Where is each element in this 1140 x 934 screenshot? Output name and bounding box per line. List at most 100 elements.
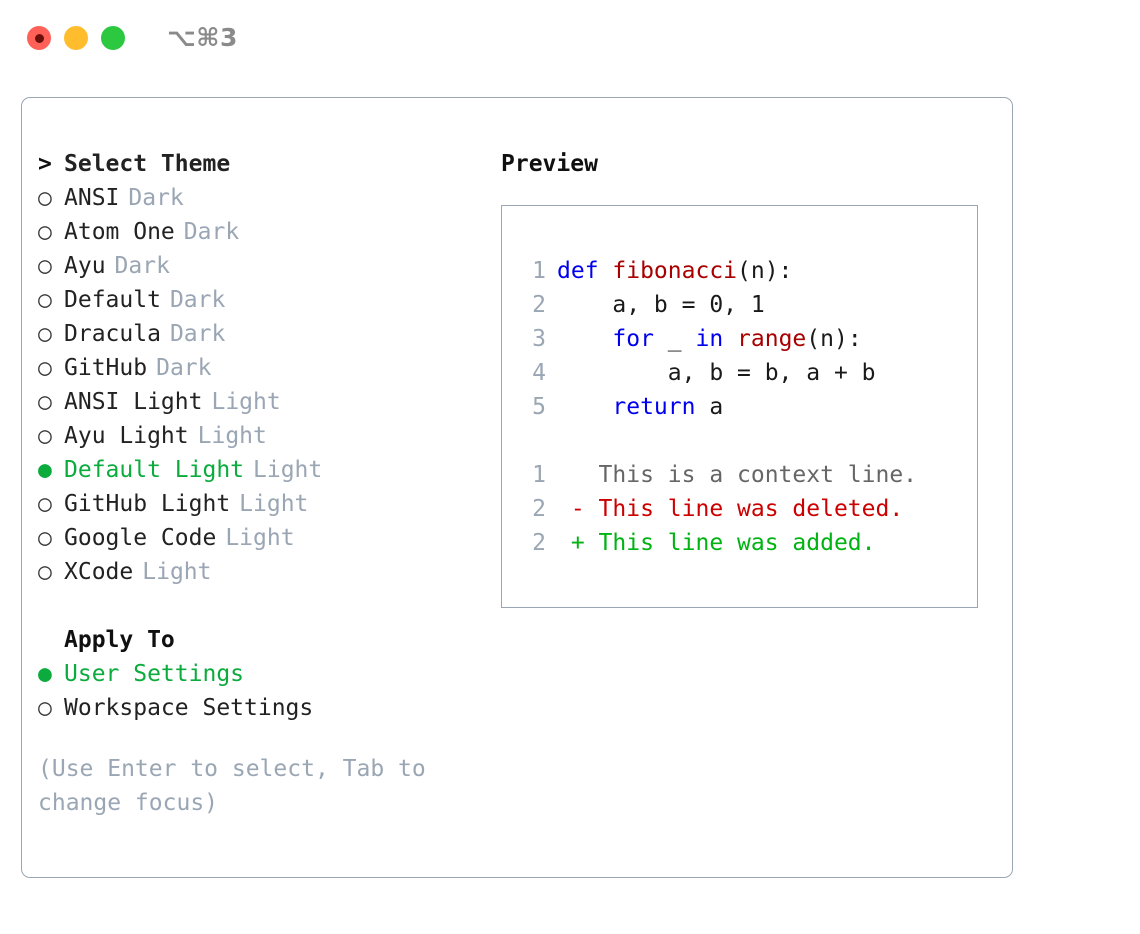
code-token: a (695, 394, 724, 420)
code-line: 2 a, b = 0, 1 (502, 288, 977, 322)
line-number: 5 (532, 394, 546, 420)
code-token: return (612, 394, 696, 420)
radio-unselected-icon: ○ (38, 185, 52, 211)
theme-variant-badge: Dark (156, 355, 212, 381)
apply-to-marker-placeholder (38, 623, 64, 657)
apply-to-option[interactable]: ● User Settings (38, 657, 488, 691)
theme-variant-badge: Light (197, 423, 267, 449)
code-line: 4 a, b = b, a + b (502, 356, 977, 390)
radio-unselected-icon: ○ (38, 559, 52, 585)
code-token: in (695, 326, 724, 352)
theme-variant-badge: Dark (183, 219, 240, 245)
radio-selected-icon: ● (38, 661, 52, 687)
radio-unselected-icon: ○ (38, 491, 52, 517)
theme-list-item[interactable]: ○ GitHub Light Light (38, 487, 488, 521)
theme-name-label: Atom One (64, 219, 175, 245)
prompt-caret-icon: > (38, 151, 52, 177)
diff-line: 1 This is a context line. (502, 458, 977, 492)
theme-name-label: GitHub Light (64, 491, 231, 517)
code-token: + This line was added. (557, 530, 876, 556)
theme-variant-badge: Dark (169, 287, 226, 313)
line-number: 2 (532, 530, 546, 556)
code-token: (n): (737, 258, 793, 284)
code-diff-spacer (502, 424, 977, 458)
code-token (557, 394, 612, 420)
code-token: (n): (806, 326, 862, 352)
code-token: range (737, 326, 807, 352)
theme-name-label: GitHub (64, 355, 148, 381)
theme-name-label: ANSI (64, 185, 120, 211)
theme-variant-badge: Dark (114, 253, 170, 279)
line-number: 1 (532, 462, 546, 488)
radio-unselected-icon: ○ (38, 321, 52, 347)
select-theme-heading: > Select Theme (38, 147, 488, 181)
apply-to-options: ● User Settings ○ Workspace Settings (38, 657, 488, 725)
theme-variant-badge: Dark (169, 321, 226, 347)
code-line-text: a, b = b, a + b (557, 356, 876, 390)
title-bar: ⌥⌘3 (0, 0, 1140, 78)
radio-unselected-icon: ○ (38, 423, 52, 449)
apply-to-option-label: User Settings (64, 661, 245, 687)
theme-list-item[interactable]: ○ ANSI Light Light (38, 385, 488, 419)
theme-list-item[interactable]: ○ XCode Light (38, 555, 488, 589)
apply-to-heading-label: Apply To (64, 627, 175, 653)
radio-unselected-icon: ○ (38, 695, 52, 721)
theme-list-item[interactable]: ○ ANSI Dark (38, 181, 488, 215)
code-line: 3 for _ in range(n): (502, 322, 977, 356)
line-number: 3 (532, 326, 546, 352)
code-token: a, b = b, a + b (557, 360, 876, 386)
code-line: 5 return a (502, 390, 977, 424)
code-token (723, 326, 737, 352)
line-number: 2 (532, 496, 546, 522)
theme-variant-badge: Dark (128, 185, 184, 211)
radio-unselected-icon: ○ (38, 525, 52, 551)
keyboard-hint: (Use Enter to select, Tab to change focu… (38, 756, 440, 816)
theme-name-label: XCode (64, 559, 134, 585)
list-spacer (38, 589, 488, 623)
code-line-text: a, b = 0, 1 (557, 288, 765, 322)
code-line-text: This is a context line. (557, 458, 918, 492)
keyboard-shortcut-label: ⌥⌘3 (167, 23, 238, 52)
radio-selected-icon: ● (38, 457, 52, 483)
close-window-button[interactable] (27, 26, 51, 50)
radio-unselected-icon: ○ (38, 287, 52, 313)
code-line-text: + This line was added. (557, 526, 876, 560)
radio-unselected-icon: ○ (38, 389, 52, 415)
theme-name-label: ANSI Light (64, 389, 203, 415)
diff-line: 2 - This line was deleted. (502, 492, 977, 526)
apply-to-option-label: Workspace Settings (64, 695, 314, 721)
theme-name-label: Google Code (64, 525, 217, 551)
theme-variant-badge: Light (211, 389, 281, 415)
minimize-window-button[interactable] (64, 26, 88, 50)
code-line-text: for _ in range(n): (557, 322, 862, 356)
theme-variant-badge: Light (142, 559, 212, 585)
code-token: for (612, 326, 654, 352)
preview-title: Preview (501, 151, 598, 177)
code-line-text: return a (557, 390, 723, 424)
diff-sample: 1 This is a context line.2 - This line w… (502, 458, 977, 560)
apply-to-heading: Apply To (38, 623, 488, 657)
code-token: - This line was deleted. (557, 496, 904, 522)
maximize-window-button[interactable] (101, 26, 125, 50)
theme-variant-badge: Light (239, 491, 309, 517)
radio-unselected-icon: ○ (38, 355, 52, 381)
theme-variant-badge: Light (253, 457, 323, 483)
code-token: This is a context line. (557, 462, 918, 488)
apply-to-option[interactable]: ○ Workspace Settings (38, 691, 488, 725)
theme-list-item[interactable]: ● Default Light Light (38, 453, 488, 487)
theme-name-label: Default Light (64, 457, 245, 483)
code-token: a, b = 0, 1 (557, 292, 765, 318)
theme-list-item[interactable]: ○ GitHub Dark (38, 351, 488, 385)
